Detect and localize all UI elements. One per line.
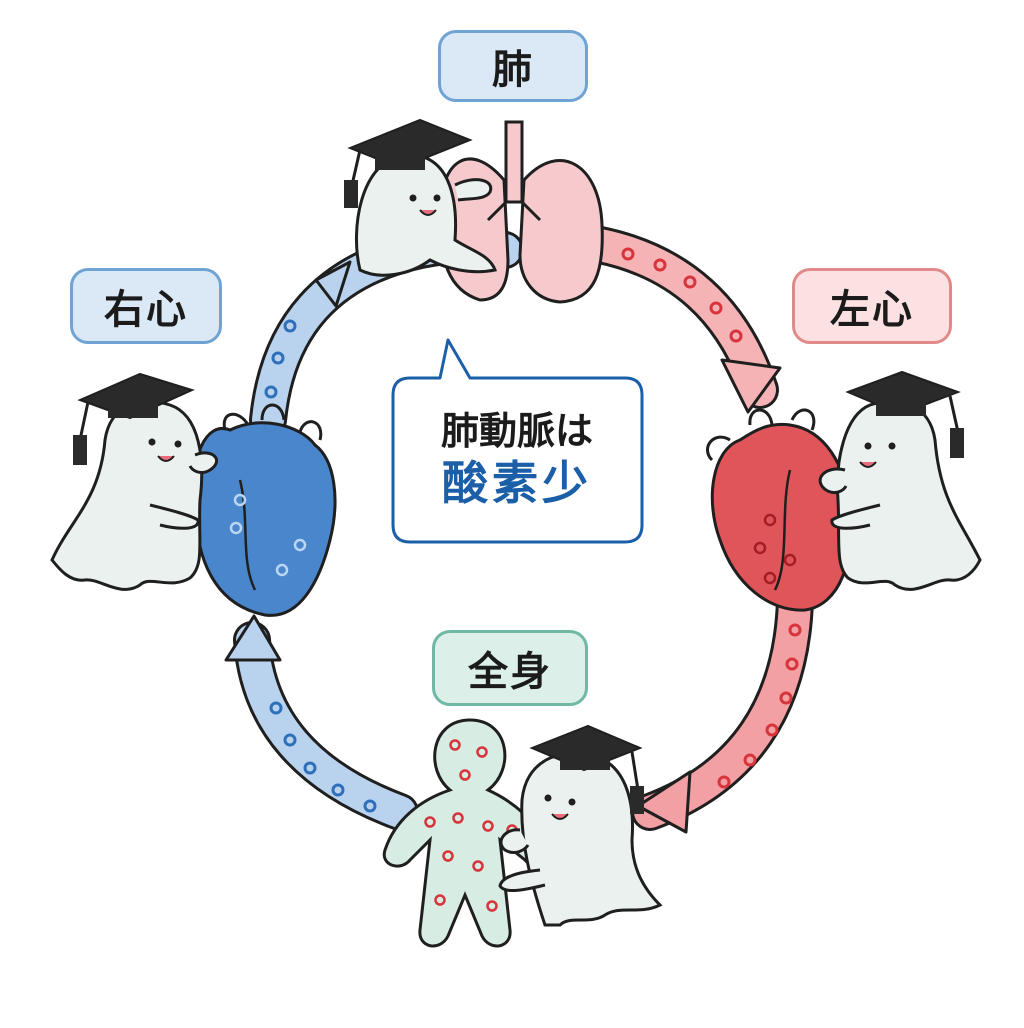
ghost-mascot-left [50, 372, 218, 591]
label-whole-body-text: 全身 [468, 649, 552, 695]
label-lung: 肺 [438, 30, 588, 102]
arrowhead-red-1 [720, 358, 782, 414]
bubble-line-2: 酸素少 [442, 456, 592, 510]
flow-body-to-right-heart [224, 614, 419, 831]
ghost-mascot-top [344, 118, 497, 277]
arrowhead-blue-1 [224, 614, 282, 662]
label-whole-body: 全身 [432, 630, 588, 706]
arrowhead-blue-2 [314, 260, 352, 308]
label-right-heart: 右心 [70, 268, 222, 344]
arrowhead-red-2 [636, 770, 692, 834]
graduation-cap-icon [344, 118, 473, 208]
ghost-mascot-right [818, 370, 982, 591]
speech-bubble [391, 338, 644, 544]
label-lung-text: 肺 [492, 47, 534, 93]
flow-lung-to-left-heart [581, 226, 782, 414]
right-heart-icon [192, 403, 337, 617]
speech-bubble-text: 肺動脈は 酸素少 [392, 378, 642, 542]
label-left-heart: 左心 [792, 268, 952, 344]
flow-left-heart-to-body [631, 581, 814, 834]
graduation-cap-icon [845, 370, 964, 458]
body-figure-icon [382, 718, 551, 948]
lung-icon [438, 120, 604, 304]
label-right-heart-text: 右心 [104, 287, 188, 333]
graduation-cap-icon [73, 372, 195, 465]
label-left-heart-text: 左心 [830, 287, 914, 333]
ghost-mascot-bottom [498, 724, 663, 927]
bubble-line-1: 肺動脈は [440, 408, 593, 453]
left-heart-icon [706, 408, 853, 612]
graduation-cap-icon [529, 724, 644, 814]
